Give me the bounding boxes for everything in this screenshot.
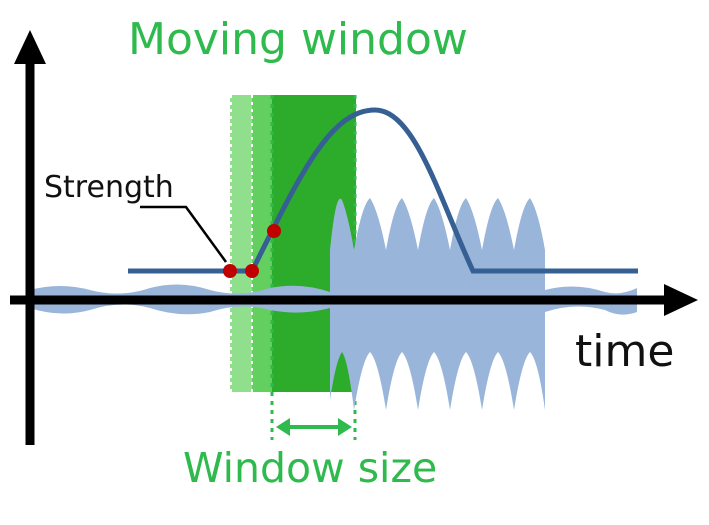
strength-leader-line <box>140 205 228 263</box>
window-size-arrow-right <box>338 418 352 436</box>
strength-point-1 <box>223 264 237 278</box>
strength-curve <box>128 107 638 274</box>
window-size-label: Window size <box>183 444 438 492</box>
window-size-arrow-left <box>276 418 290 436</box>
y-axis-arrowhead <box>14 30 46 64</box>
time-axis-label: time <box>575 326 675 377</box>
strength-label: Strength <box>44 170 174 205</box>
diagram-title: Moving window <box>128 14 468 65</box>
x-axis-arrowhead <box>664 284 698 316</box>
strength-point-2 <box>245 264 259 278</box>
strength-point-3 <box>267 224 281 238</box>
